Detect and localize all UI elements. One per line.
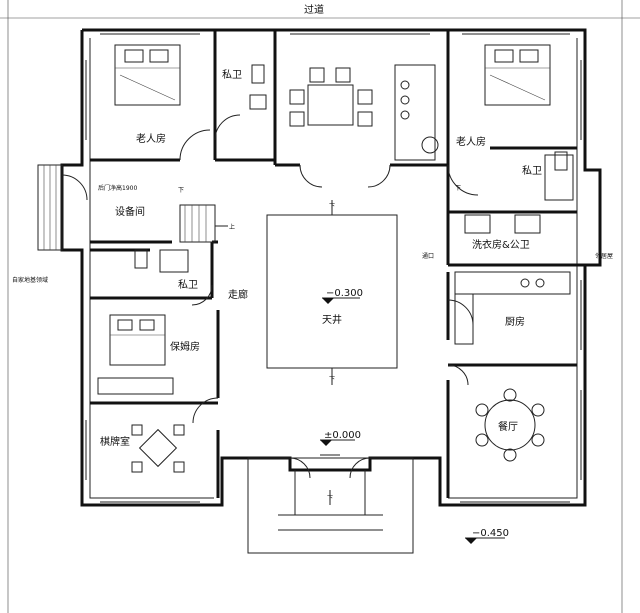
outer-walls bbox=[60, 28, 602, 507]
doors bbox=[61, 114, 479, 479]
label-elder-room-right: 老人房 bbox=[456, 135, 486, 148]
kitchen-counter bbox=[454, 271, 571, 345]
bed-left bbox=[114, 44, 181, 106]
label-down-1: 下 bbox=[178, 187, 184, 194]
label-courtyard: 天井 bbox=[322, 313, 342, 326]
label-down-4: 下 bbox=[327, 495, 333, 502]
label-up: 上 bbox=[229, 223, 235, 231]
label-toilet-right: 私卫 bbox=[522, 165, 542, 177]
label-level-outside: −0.450 bbox=[472, 528, 509, 539]
windows bbox=[85, 33, 582, 503]
label-dining-room: 餐厅 bbox=[498, 420, 518, 433]
wardrobe-nanny bbox=[97, 377, 174, 395]
round-dining-table bbox=[475, 388, 545, 462]
label-kitchen: 厨房 bbox=[505, 315, 525, 328]
outside-level-mark bbox=[465, 537, 505, 544]
label-mahjong-room: 棋牌室 bbox=[100, 435, 130, 448]
label-laundry: 洗衣房&公卫 bbox=[472, 238, 530, 251]
back-steps bbox=[37, 164, 63, 251]
label-down-5: 下 bbox=[455, 185, 461, 192]
label-level-courtyard: −0.300 bbox=[326, 288, 363, 299]
label-elder-room-left: 老人房 bbox=[136, 132, 166, 145]
label-left-note: 自家地基领域 bbox=[12, 276, 48, 284]
label-back-door: 后门净高1900 bbox=[98, 184, 137, 192]
label-down-2: 下 bbox=[329, 203, 335, 210]
label-nanny-room: 保姆房 bbox=[170, 340, 200, 353]
dining-table-top bbox=[289, 67, 373, 127]
bed-nanny bbox=[109, 314, 166, 366]
courtyard-level-mark bbox=[322, 297, 360, 304]
label-down-3: 下 bbox=[329, 376, 335, 383]
label-right-note: 邻居屋 bbox=[595, 252, 613, 260]
label-toilet-top: 私卫 bbox=[222, 69, 242, 81]
stairs bbox=[179, 204, 228, 243]
label-level-entry: ±0.000 bbox=[324, 430, 361, 441]
entry-steps bbox=[247, 454, 414, 554]
interior-walls bbox=[90, 30, 585, 498]
label-equipment-room: 设备间 bbox=[115, 205, 145, 218]
toilet-fixtures bbox=[134, 64, 574, 273]
label-vent-note: 通口 bbox=[422, 252, 434, 260]
entry-level-mark bbox=[320, 439, 355, 446]
mahjong-table bbox=[131, 424, 185, 473]
label-passage: 过道 bbox=[304, 3, 324, 16]
label-toilet-left: 私卫 bbox=[178, 279, 198, 291]
label-corridor: 走廊 bbox=[228, 288, 248, 301]
tea-area bbox=[394, 64, 439, 161]
bed-right bbox=[484, 44, 551, 106]
